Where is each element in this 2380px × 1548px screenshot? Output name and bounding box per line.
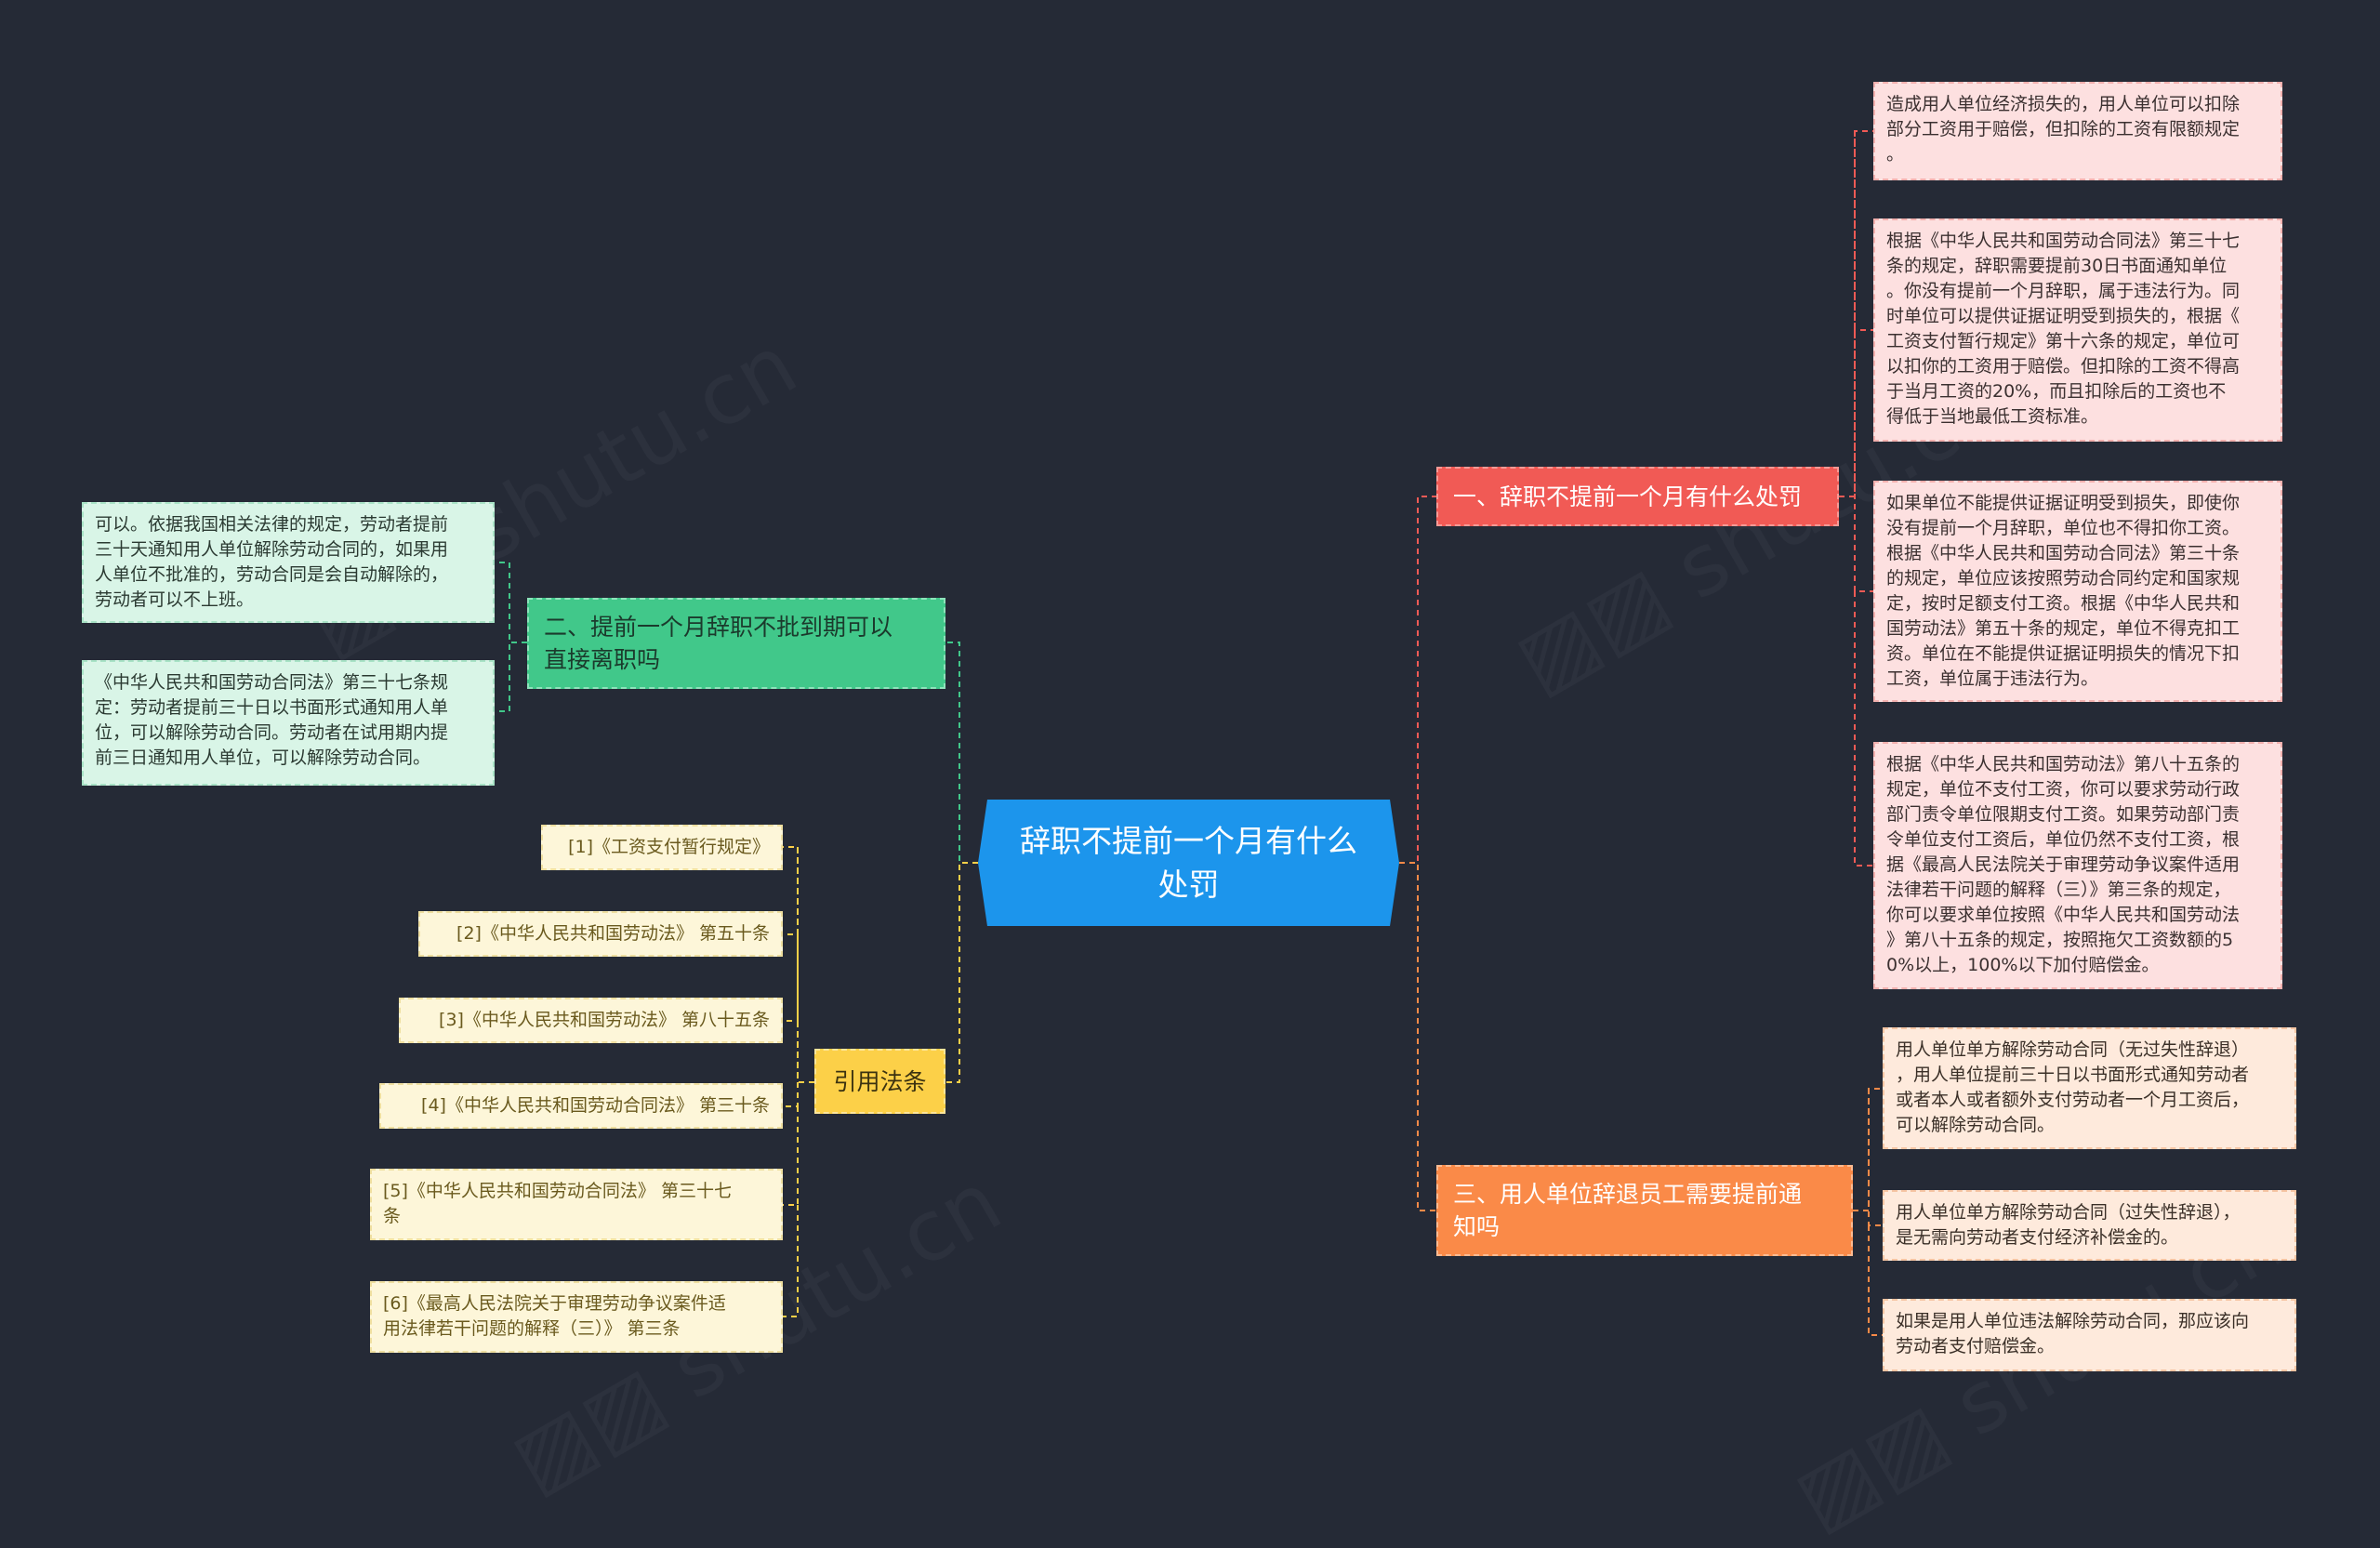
link-root-branch4 (945, 862, 978, 1083)
leaf-dismissal-2[interactable]: 用人单位单方解除劳动合同（过失性辞退）， 是无需向劳动者支付经济补偿金的。 (1883, 1190, 2296, 1261)
leaf-penalty-3[interactable]: 如果单位不能提供证据证明受到损失，即使你 没有提前一个月辞职，单位也不得扣你工资… (1873, 481, 2282, 702)
branch-dismissal-notice[interactable]: 三、用人单位辞退员工需要提前通 知吗 (1436, 1165, 1853, 1256)
leaf-resign-2[interactable]: 《中华人民共和国劳动合同法》第三十七条规 定：劳动者提前三十日以书面形式通知用人… (82, 660, 495, 786)
branch-cited-laws[interactable]: 引用法条 (814, 1049, 945, 1114)
link-branch2-leaves (495, 562, 527, 712)
root-topic[interactable]: 辞职不提前一个月有什么 处罚 (978, 800, 1399, 926)
leaf-penalty-1[interactable]: 造成用人单位经济损失的，用人单位可以扣除 部分工资用于赔偿，但扣除的工资有限额规… (1873, 82, 2282, 180)
branch-penalty[interactable]: 一、辞职不提前一个月有什么处罚 (1436, 467, 1839, 526)
connector-lines (495, 130, 1883, 1336)
link-root-branch1 (1399, 496, 1436, 864)
link-root-branch3 (1399, 862, 1436, 1211)
law-citation-2[interactable]: [2]《中华人民共和国劳动法》 第五十条 (418, 911, 783, 957)
link-root-branch2 (945, 642, 978, 864)
leaf-dismissal-3[interactable]: 如果是用人单位违法解除劳动合同，那应该向 劳动者支付赔偿金。 (1883, 1299, 2296, 1371)
law-citation-6[interactable]: [6]《最高人民法院关于审理劳动争议案件适 用法律若干问题的解释（三）》 第三条 (370, 1281, 783, 1353)
branch-resign-not-approved[interactable]: 二、提前一个月辞职不批到期可以 直接离职吗 (527, 598, 945, 689)
law-citation-5[interactable]: [5]《中华人民共和国劳动合同法》 第三十七 条 (370, 1169, 783, 1240)
law-citation-3[interactable]: [3]《中华人民共和国劳动法》 第八十五条 (399, 998, 783, 1043)
leaf-penalty-2[interactable]: 根据《中华人民共和国劳动合同法》第三十七 条的规定，辞职需要提前30日书面通知单… (1873, 218, 2282, 442)
link-branch3-leaves (1853, 1088, 1883, 1336)
leaf-resign-1[interactable]: 可以。依据我国相关法律的规定，劳动者提前 三十天通知用人单位解除劳动合同的，如果… (82, 502, 495, 623)
link-branch1-leaves (1839, 130, 1873, 867)
leaf-dismissal-1[interactable]: 用人单位单方解除劳动合同（无过失性辞退） ，用人单位提前三十日以书面形式通知劳动… (1883, 1027, 2296, 1149)
law-citation-4[interactable]: [4]《中华人民共和国劳动合同法》 第三十条 (379, 1083, 783, 1129)
law-citation-1[interactable]: [1]《工资支付暂行规定》 (541, 825, 783, 870)
link-branch4-leaves (783, 846, 814, 1317)
leaf-penalty-4[interactable]: 根据《中华人民共和国劳动法》第八十五条的 规定，单位不支付工资，你可以要求劳动行… (1873, 742, 2282, 989)
